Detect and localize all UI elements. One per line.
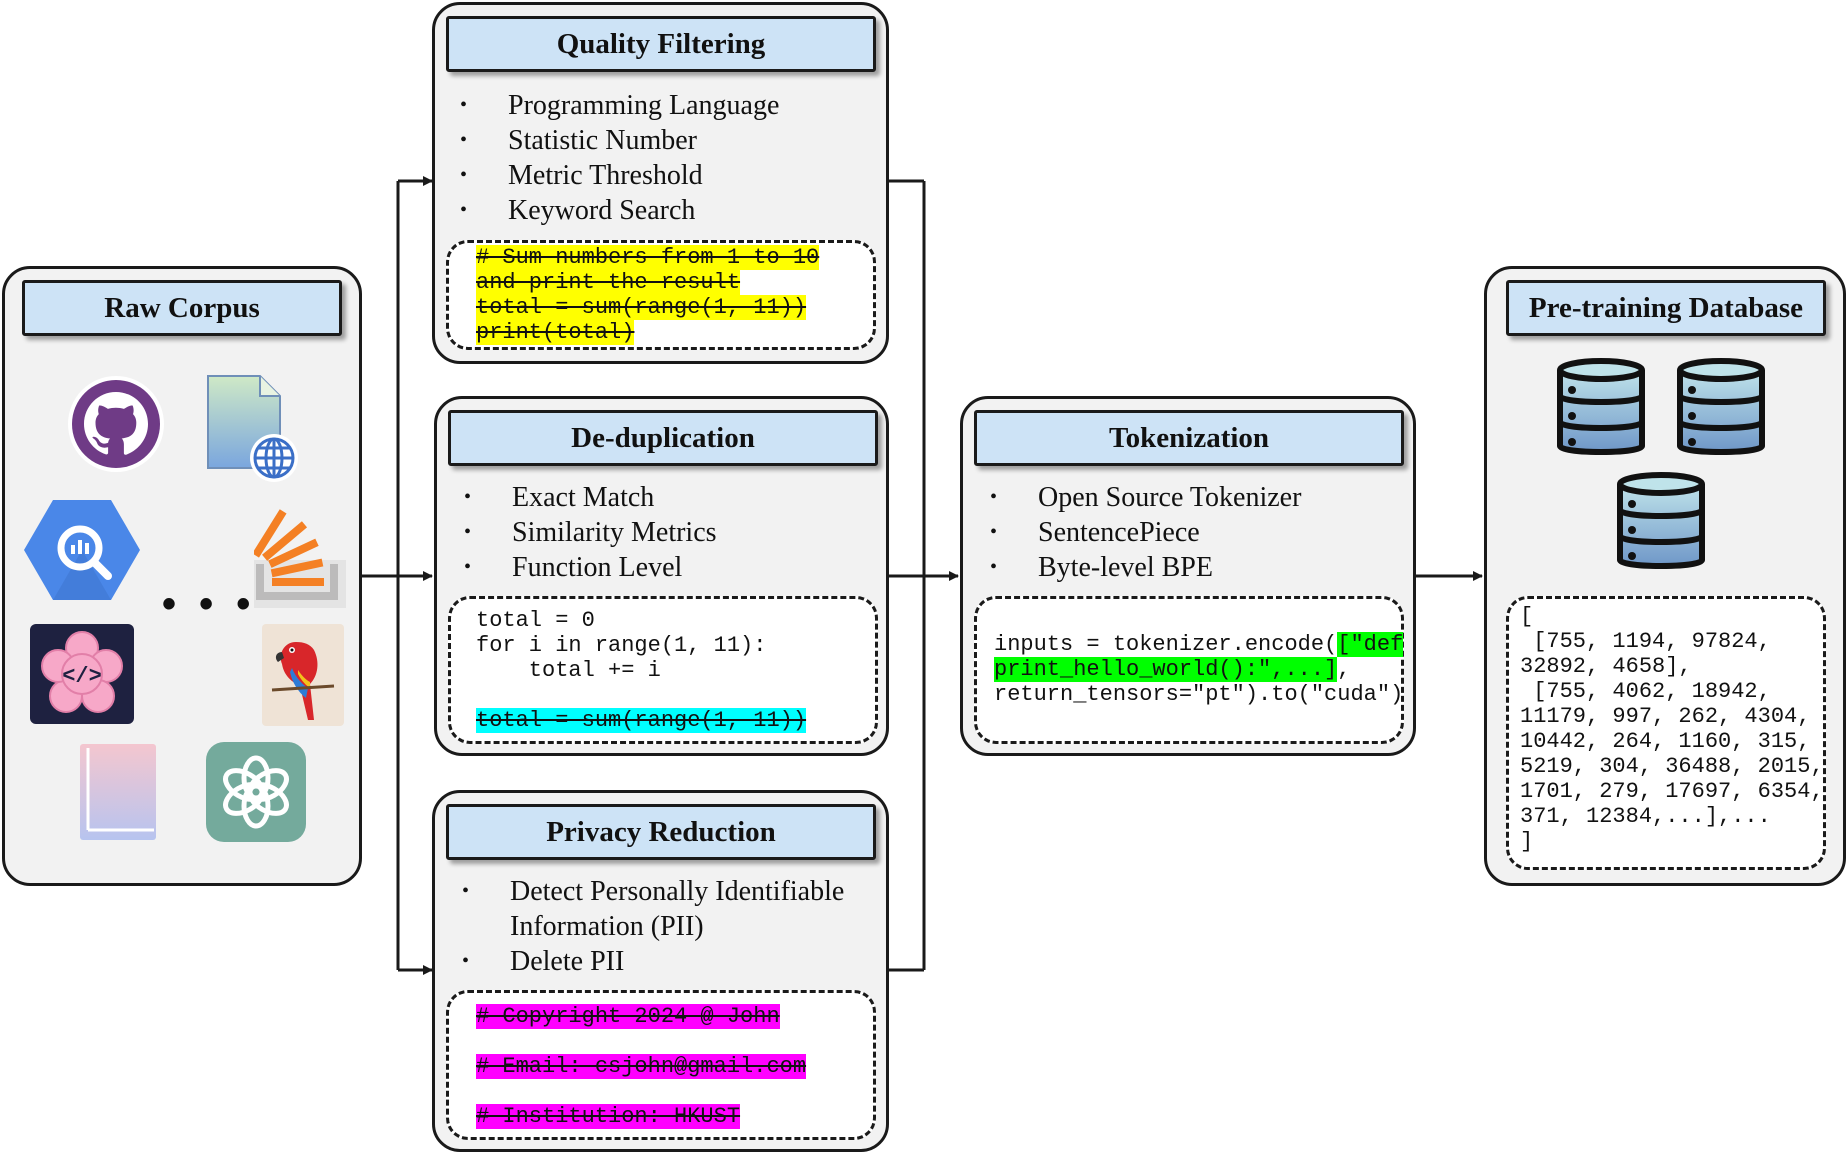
bullet-function-level: Function Level bbox=[464, 550, 717, 585]
bullet-detect-pii-line1: Detect Personally Identifiable bbox=[510, 876, 845, 907]
privacy-reduction-list: Detect Personally IdentifiableInformatio… bbox=[462, 874, 844, 979]
code-line: [755, 4062, 18942, bbox=[1520, 679, 1771, 704]
code-line: total = sum(range(1, 11)) bbox=[476, 295, 807, 320]
bullet-byte-level-bpe: Byte-level BPE bbox=[990, 550, 1301, 585]
quality-filtering-title: Quality Filtering bbox=[446, 16, 876, 72]
deduplication-code: total = 0 for i in range(1, 11): total +… bbox=[476, 608, 807, 733]
stack-overflow-icon bbox=[254, 509, 346, 608]
code-line: [ bbox=[1520, 604, 1534, 629]
quality-filtering-list: Programming Language Statistic Number Me… bbox=[460, 88, 779, 228]
code-line1-highlight: ["def bbox=[1337, 632, 1404, 657]
code-line: total = 0 bbox=[476, 608, 595, 633]
bullet-detect-pii-line2: Information (PII) bbox=[510, 911, 704, 942]
more-sources-ellipsis: • • • bbox=[162, 582, 257, 626]
web-document-icon bbox=[207, 375, 298, 482]
code-line2-plain: , bbox=[1337, 657, 1351, 682]
bullet-delete-pii: Delete PII bbox=[462, 944, 844, 979]
bigquery-icon bbox=[24, 500, 140, 600]
bullet-programming-language: Programming Language bbox=[460, 88, 779, 123]
database-icon bbox=[1557, 358, 1645, 455]
pretraining-database-code: [ [755, 1194, 97824, 32892, 4658], [755,… bbox=[1520, 604, 1824, 854]
openai-icon bbox=[206, 742, 306, 842]
code-line: and print the result bbox=[476, 270, 741, 295]
code-line: 10442, 264, 1160, 315, bbox=[1520, 729, 1811, 754]
deduplication-title: De-duplication bbox=[448, 410, 878, 466]
bullet-keyword-search: Keyword Search bbox=[460, 193, 779, 228]
parrot-icon bbox=[262, 624, 344, 726]
code-line1-plain: inputs = tokenizer.encode( bbox=[994, 632, 1338, 657]
code-line: ] bbox=[1520, 829, 1534, 854]
code-line: 371, 12384,...],... bbox=[1520, 804, 1771, 829]
raw-corpus-title: Raw Corpus bbox=[22, 280, 342, 336]
bullet-detect-pii: Detect Personally IdentifiableInformatio… bbox=[462, 874, 844, 944]
book-icon bbox=[80, 744, 156, 840]
code-line2-highlight: print_hello_world():",...] bbox=[994, 657, 1338, 682]
code-line: # Institution: HKUST bbox=[476, 1104, 741, 1129]
pretraining-database-code-box bbox=[1506, 596, 1826, 870]
bullet-sentencepiece: SentencePiece bbox=[990, 515, 1301, 550]
pretraining-database-title: Pre-training Database bbox=[1506, 280, 1826, 336]
database-icon bbox=[1617, 472, 1705, 569]
database-icon bbox=[1677, 358, 1765, 455]
code-line: # Copyright 2024 @ John bbox=[476, 1004, 780, 1029]
svg-text:</>: </> bbox=[62, 664, 102, 689]
bullet-similarity-metrics: Similarity Metrics bbox=[464, 515, 717, 550]
privacy-reduction-title: Privacy Reduction bbox=[446, 804, 876, 860]
code-line3: return_tensors="pt").to("cuda") bbox=[994, 682, 1404, 707]
deduplication-list: Exact Match Similarity Metrics Function … bbox=[464, 480, 717, 585]
github-icon bbox=[68, 376, 164, 472]
code-line: 1701, 279, 17697, 6354, bbox=[1520, 779, 1824, 804]
tokenization-title: Tokenization bbox=[974, 410, 1404, 466]
code-sakura-icon: </> bbox=[30, 624, 134, 724]
code-line: for i in range(1, 11): bbox=[476, 633, 767, 658]
code-line: total += i bbox=[476, 658, 661, 683]
code-line: # Email: csjohn@gmail.com bbox=[476, 1054, 807, 1079]
bullet-open-source-tokenizer: Open Source Tokenizer bbox=[990, 480, 1301, 515]
bullet-statistic-number: Statistic Number bbox=[460, 123, 779, 158]
bullet-metric-threshold: Metric Threshold bbox=[460, 158, 779, 193]
code-line: 11179, 997, 262, 4304, bbox=[1520, 704, 1811, 729]
bullet-exact-match: Exact Match bbox=[464, 480, 717, 515]
code-line: 5219, 304, 36488, 2015, bbox=[1520, 754, 1824, 779]
code-line: print(total) bbox=[476, 320, 635, 345]
tokenization-list: Open Source Tokenizer SentencePiece Byte… bbox=[990, 480, 1301, 585]
quality-filtering-code: # Sum numbers from 1 to 10 and print the… bbox=[476, 245, 820, 345]
tokenization-code: inputs = tokenizer.encode(["def print_he… bbox=[994, 632, 1404, 707]
code-line: 32892, 4658], bbox=[1520, 654, 1692, 679]
code-line: [755, 1194, 97824, bbox=[1520, 629, 1771, 654]
privacy-reduction-code: # Copyright 2024 @ John # Email: csjohn@… bbox=[476, 1004, 807, 1129]
code-line: total = sum(range(1, 11)) bbox=[476, 708, 807, 733]
code-line: # Sum numbers from 1 to 10 bbox=[476, 245, 820, 270]
